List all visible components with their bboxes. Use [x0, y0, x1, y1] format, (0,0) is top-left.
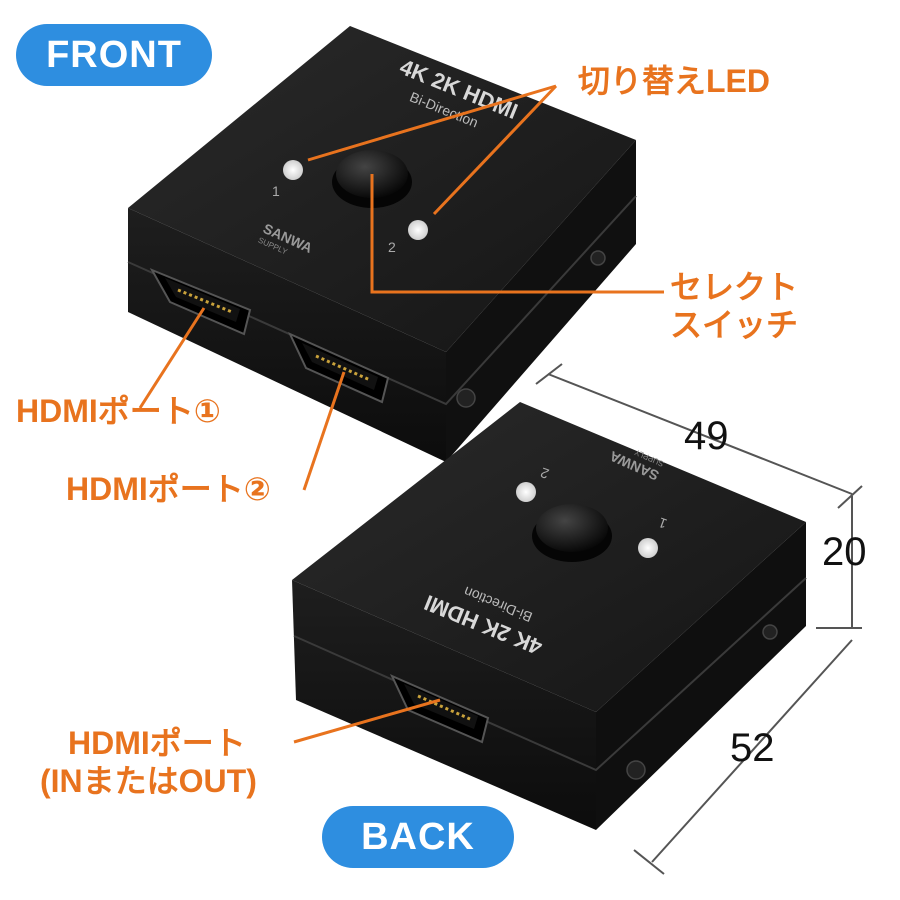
- dimension-height: 20: [822, 530, 867, 574]
- dimension-width: 49: [684, 414, 729, 458]
- led-callout: 切り替えLED: [578, 63, 771, 99]
- led-2-icon: [408, 220, 428, 240]
- hdmi-port-back-callout-line1: HDMIポート: [68, 725, 246, 761]
- screw-icon: [456, 388, 476, 408]
- hdmi-port-1-icon: [149, 267, 252, 336]
- hdmi-port-2-icon: [287, 331, 390, 404]
- screw-icon: [626, 760, 646, 780]
- hdmi-port-1-callout: HDMIポート①: [16, 393, 221, 429]
- back-device: 4K 2K HDMI Bi-Direction 2 1 SANWA SUPPLY: [292, 402, 807, 830]
- back-led-2-icon: [516, 482, 536, 502]
- front-badge: FRONT: [16, 24, 212, 86]
- back-select-switch-icon: [536, 504, 608, 552]
- front-led-2-number: 2: [388, 239, 396, 255]
- front-device: 4K 2K HDMI Bi-Direction 1 2 SANWA SUPPLY: [127, 26, 637, 462]
- screw-icon: [590, 250, 606, 266]
- hdmi-port-back-icon: [389, 674, 490, 744]
- dimension-lines: [535, 363, 863, 875]
- front-led-1-number: 1: [272, 183, 280, 199]
- back-badge: BACK: [322, 806, 514, 868]
- callout-lines: [138, 84, 664, 744]
- screw-icon: [762, 624, 778, 640]
- select-switch-callout-line2: スイッチ: [670, 307, 799, 343]
- led-1-icon: [283, 160, 303, 180]
- hdmi-port-2-callout: HDMIポート②: [66, 471, 271, 507]
- dimension-depth: 52: [730, 726, 775, 770]
- hdmi-port-back-callout-line2: (INまたはOUT): [40, 763, 257, 799]
- select-switch-callout-line1: セレクト: [670, 269, 799, 305]
- back-led-1-icon: [638, 538, 658, 558]
